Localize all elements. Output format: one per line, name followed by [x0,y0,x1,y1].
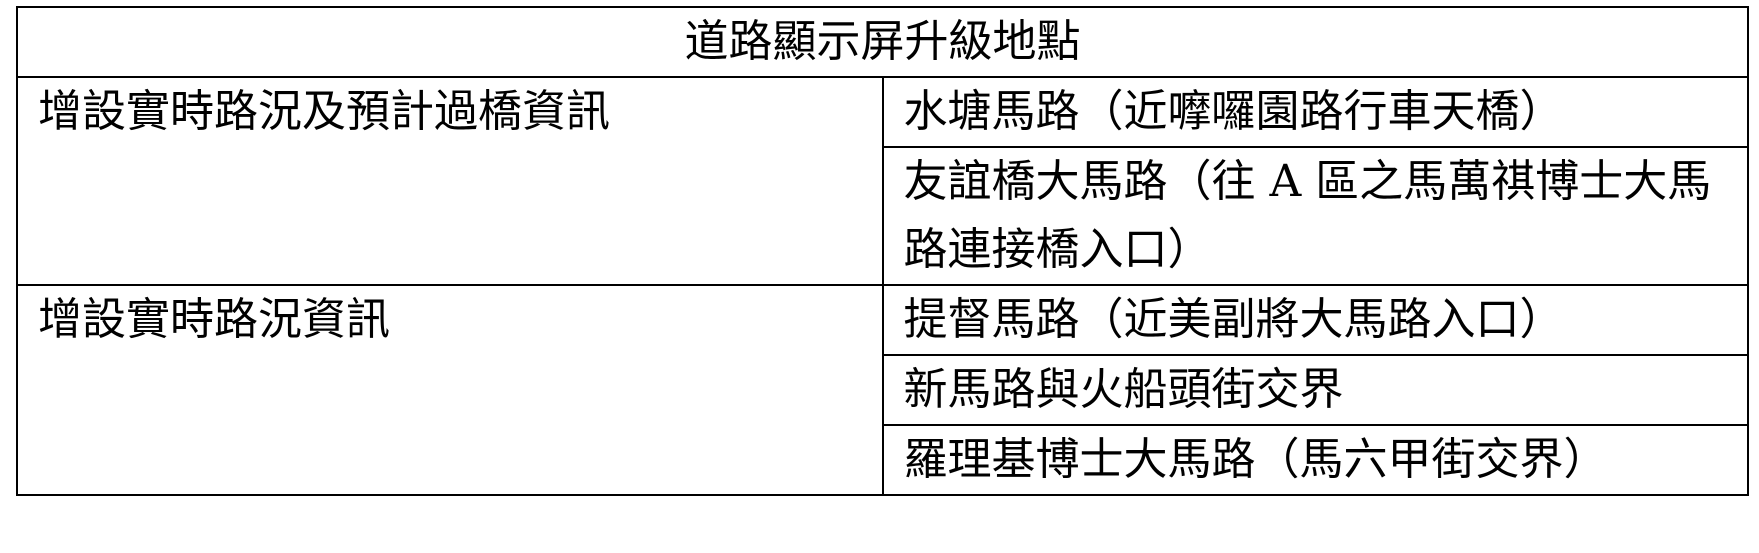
category-cell: 增設實時路況資訊 [16,284,884,496]
location-cell: 提督馬路（近美副將大馬路入口） [881,284,1749,356]
table-row: 增設實時路況及預計過橋資訊 水塘馬路（近嚤囉園路行車天橋） [16,76,1749,286]
location-cell: 新馬路與火船頭街交界 [881,354,1749,426]
table-row: 友誼橋大馬路（往 A 區之馬萬祺博士大馬路連接橋入口） [17,146,1749,286]
upgrade-locations-table: 道路顯示屏升級地點 增設實時路況及預計過橋資訊 水塘馬路（近嚤囉園路行車天橋） … [16,6,1749,496]
location-cell: 羅理基博士大馬路（馬六甲街交界） [881,424,1749,496]
category-cell: 增設實時路況及預計過橋資訊 [16,76,884,286]
table-row: 新馬路與火船頭街交界 [17,354,1749,426]
location-cell: 水塘馬路（近嚤囉園路行車天橋） [881,76,1749,148]
table-row: 增設實時路況資訊 提督馬路（近美副將大馬路入口） [16,284,1749,496]
table-title: 道路顯示屏升級地點 [16,6,1749,78]
location-cell: 友誼橋大馬路（往 A 區之馬萬祺博士大馬路連接橋入口） [881,146,1749,286]
table-title-row: 道路顯示屏升級地點 [16,6,1749,78]
table-row: 羅理基博士大馬路（馬六甲街交界） [17,424,1749,496]
